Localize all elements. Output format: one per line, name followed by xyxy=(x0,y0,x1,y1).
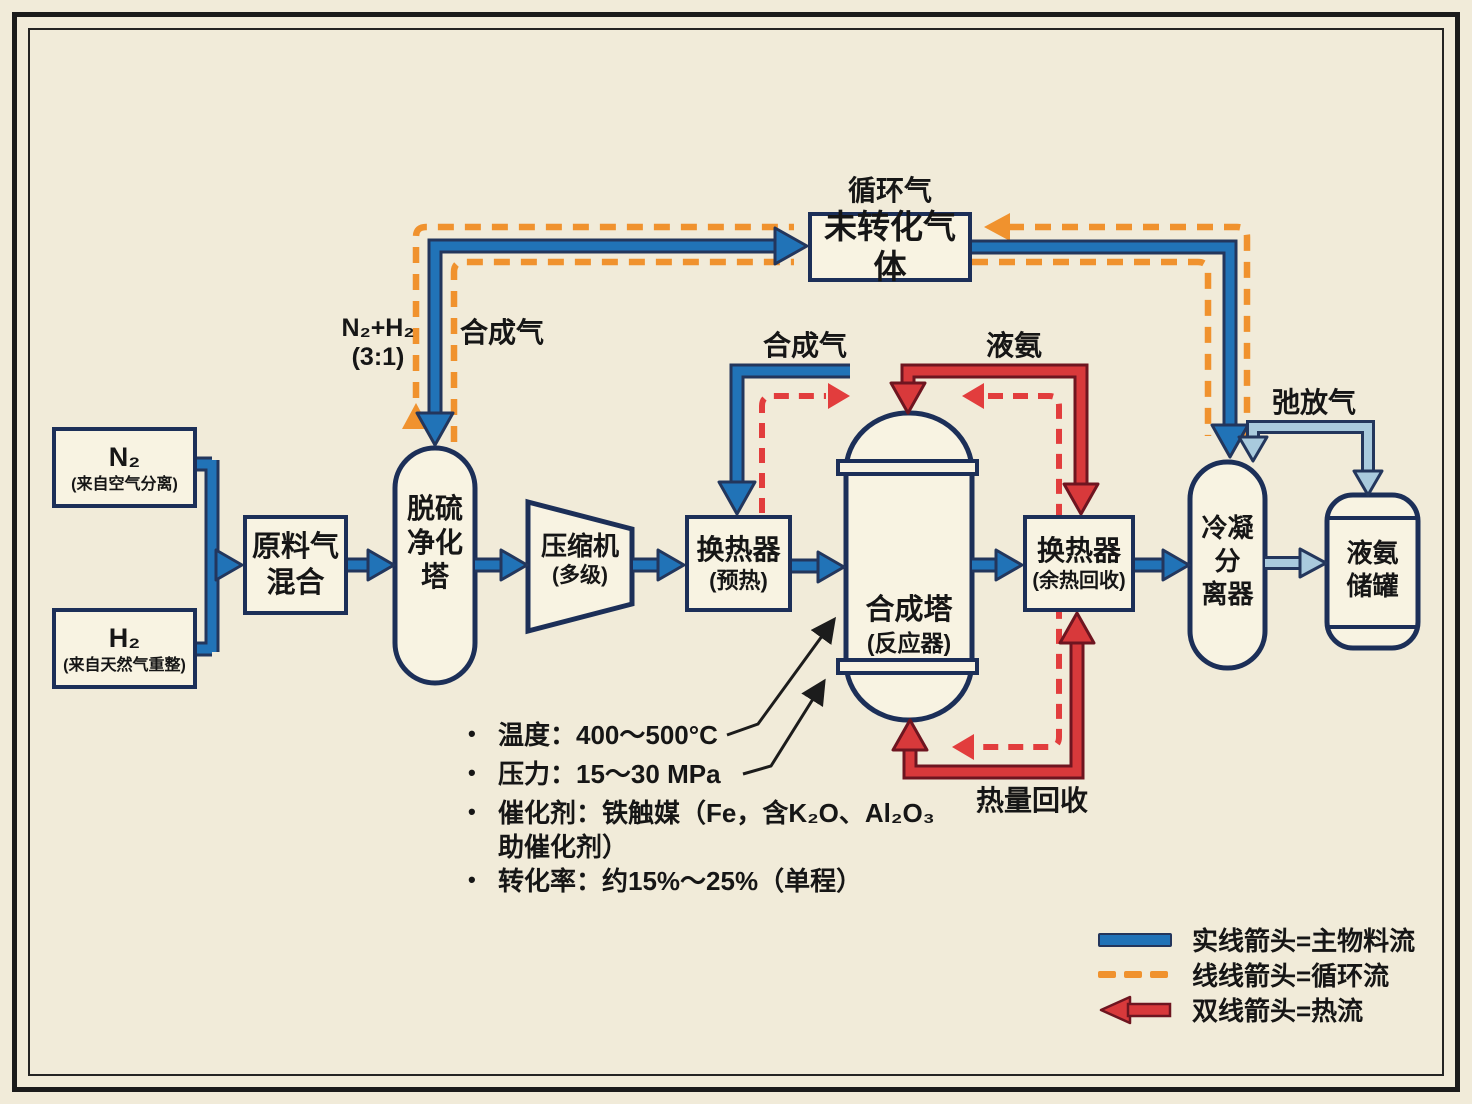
note-conversion: • 转化率：约15%〜25%（单程） xyxy=(468,860,935,899)
compressor-shape xyxy=(525,498,635,635)
recycle-dashed-lines xyxy=(412,223,1251,442)
note-pressure-text: 压力：15〜30 MPa xyxy=(498,759,721,789)
callout-arrows xyxy=(726,616,837,776)
note-catalyst-cont: 助催化剂） xyxy=(468,831,935,862)
reactor-flange-bottom xyxy=(836,658,979,675)
purge-lines xyxy=(1249,423,1372,567)
syngas-mid-label: 合成气 xyxy=(763,330,848,361)
legend-recycle-flow-label: 线线箭头=循环流 xyxy=(1192,961,1390,991)
purge-gas-label: 弛放气 xyxy=(1272,387,1357,418)
note-catalyst-text: 催化剂：铁触媒（Fe，含K₂O、Al₂O₃ xyxy=(498,798,935,828)
legend-row-main-flow: 实线箭头=主物料流 xyxy=(1098,922,1415,957)
heat-recovery-label: 热量回收 xyxy=(975,785,1088,816)
n2-title: N₂ xyxy=(108,441,141,472)
main-flow-lines xyxy=(197,241,1235,654)
dashed-orange-line-swatch xyxy=(1098,971,1176,978)
recycle-gas-label: 循环气 xyxy=(847,175,932,206)
heat-flow-lines xyxy=(903,366,1086,777)
bullet-dot: • xyxy=(468,759,476,785)
bullet-dot: • xyxy=(468,866,476,892)
purge-arrowheads xyxy=(1237,435,1384,579)
legend-row-heat-flow: 双线箭头=热流 xyxy=(1098,992,1415,1027)
syngas-left-label: 合成气 xyxy=(460,317,545,348)
node-mixer: 原料气 混合 xyxy=(243,515,348,615)
heat-dashed-arrowheads xyxy=(828,383,984,760)
main-flow-arrowheads xyxy=(214,226,1250,584)
node-heat-exchanger-recovery: 换热器 (余热回收) xyxy=(1023,515,1135,612)
hx2-line1: 换热器 xyxy=(1036,534,1121,566)
legend-row-recycle-flow: 线线箭头=循环流 xyxy=(1098,957,1415,992)
mixer-line1: 原料气 xyxy=(251,531,339,563)
heat-dashed-lines xyxy=(759,393,1062,750)
node-h2-source: H₂ (来自天然气重整) xyxy=(52,608,197,689)
preheater-line2: (预热) xyxy=(709,567,768,593)
reactor-flange-top xyxy=(836,459,979,476)
note-temperature: • 温度：400〜500°C xyxy=(468,714,935,753)
note-temperature-text: 温度：400〜500°C xyxy=(498,720,718,750)
process-vessels xyxy=(392,410,1421,723)
desulfurizer-vessel xyxy=(392,445,478,686)
operating-notes: • 温度：400〜500°C • 压力：15〜30 MPa • 催化剂：铁触媒（… xyxy=(468,714,935,899)
tank-vessel xyxy=(1324,492,1421,651)
heat-flow-arrowheads xyxy=(889,381,1100,752)
legend-main-flow-label: 实线箭头=主物料流 xyxy=(1192,926,1416,956)
ammonia-label: 液氨 xyxy=(986,330,1043,361)
h2-subtitle: (来自天然气重整) xyxy=(63,656,186,674)
h2-title: H₂ xyxy=(108,622,141,653)
note-conversion-text: 转化率：约15%〜25%（单程） xyxy=(498,866,863,896)
solid-blue-line-swatch xyxy=(1098,932,1176,947)
unconverted-gas-label: 未转化气体 xyxy=(824,208,956,285)
n2-subtitle: (来自空气分离) xyxy=(71,475,178,493)
node-n2-source: N₂ (来自空气分离) xyxy=(52,427,197,508)
tank-cap-lines xyxy=(1327,516,1418,629)
preheater-line1: 换热器 xyxy=(696,533,781,565)
bullet-dot: • xyxy=(468,720,476,746)
note-pressure: • 压力：15〜30 MPa xyxy=(468,753,935,792)
condenser-vessel xyxy=(1187,459,1268,671)
hx2-line2: (余热回收) xyxy=(1032,569,1126,592)
bullet-dot: • xyxy=(468,798,476,824)
note-catalyst-cont-text: 助催化剂） xyxy=(498,832,629,862)
red-arrow-swatch xyxy=(1098,994,1176,1026)
legend-heat-flow-label: 双线箭头=热流 xyxy=(1192,996,1364,1026)
legend: 实线箭头=主物料流 线线箭头=循环流 双线箭头=热流 xyxy=(1098,922,1415,1027)
node-unconverted-gas: 未转化气体 xyxy=(808,208,972,285)
node-preheater: 换热器 (预热) xyxy=(685,515,792,612)
mixer-line2: 混合 xyxy=(266,567,325,599)
note-catalyst: • 催化剂：铁触媒（Fe，含K₂O、Al₂O₃ xyxy=(468,792,935,831)
